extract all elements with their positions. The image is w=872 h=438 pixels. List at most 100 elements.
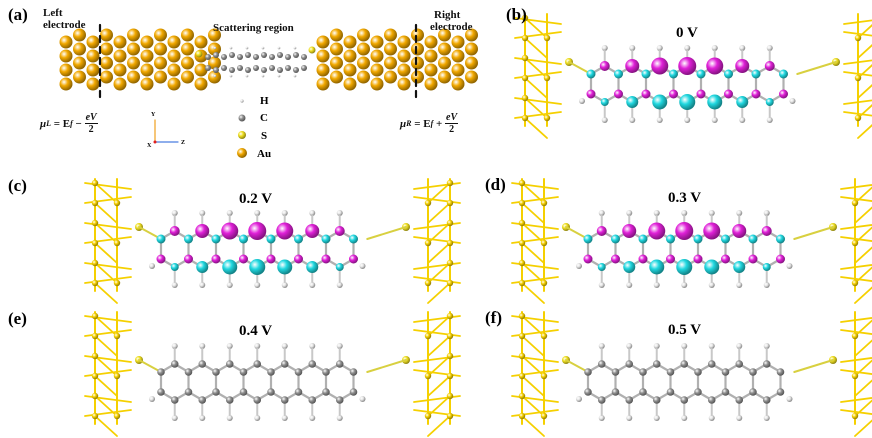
panel-label-b: (b) <box>506 5 527 24</box>
orbital-lobe-positive <box>625 59 640 73</box>
hydrogen-atom <box>309 343 316 349</box>
orbital-lobe-negative <box>707 94 723 110</box>
left-electrode-label: Left electrode <box>43 7 86 31</box>
hydrogen-atom <box>226 210 233 216</box>
electrode-left-d-bond <box>521 282 545 304</box>
left-electrode-line2: electrode <box>43 19 86 31</box>
electrode-left-f-bond <box>511 395 559 403</box>
mu-left-fraction: eV 2 <box>84 112 98 135</box>
gold-atom-right <box>316 63 330 77</box>
gold-atom-right <box>330 70 343 84</box>
carbon-atom <box>213 67 219 73</box>
hydrogen-atom <box>229 46 233 50</box>
carbon-atom <box>269 65 275 71</box>
orbital-lobe-negative <box>266 234 276 244</box>
electrode-right-c-atom <box>424 239 432 247</box>
electrode-left-c-atom <box>91 259 99 267</box>
electrode-left-e-atom <box>91 312 99 320</box>
carbon-atom <box>170 396 179 404</box>
orbital-lobe-negative <box>583 234 593 244</box>
carbon-atom <box>749 368 757 376</box>
carbon-atom <box>205 65 211 71</box>
orbital-lobe-negative <box>666 234 675 244</box>
electrode-left-f-atom <box>540 372 548 380</box>
carbon-atom <box>349 368 358 376</box>
electrode-left-f-bond <box>521 375 545 397</box>
gold-atom-left <box>181 70 194 84</box>
hydrogen-atom <box>684 45 691 51</box>
panel-label-a: (a) <box>8 5 28 24</box>
orbital-lobe-positive <box>651 57 669 75</box>
gold-atom-left <box>194 77 208 91</box>
carbon-atom <box>335 396 344 404</box>
gold-atom-right <box>424 63 438 77</box>
carbon-atom <box>261 67 267 73</box>
gold-atom-right <box>397 63 411 77</box>
orbital-lobe-positive <box>693 254 703 264</box>
carbon-atom <box>584 368 592 376</box>
orbital-lobe-positive <box>599 61 610 71</box>
carbon-atom <box>245 52 251 58</box>
hydrogen-atom <box>601 45 608 51</box>
orbital-lobe-negative <box>349 234 358 244</box>
electrode-left-c-bond <box>84 276 132 284</box>
carbon-atom <box>184 388 193 396</box>
electrode-right-f-atom <box>851 332 859 340</box>
orbital-lobe-negative <box>669 69 678 79</box>
orbital-lobe-positive <box>706 57 724 75</box>
bias-label-f: 0.5 V <box>668 322 702 338</box>
electrode-right-c-atom <box>446 199 454 207</box>
carbon-atom <box>349 388 358 396</box>
mu-right-sub: R <box>406 119 412 128</box>
gold-atom-left <box>100 70 113 84</box>
gold-atom-right <box>465 70 478 84</box>
carbon-atom <box>652 360 661 368</box>
gold-atom-left <box>140 77 154 91</box>
gold-atom-right <box>411 28 424 42</box>
orbital-lobe-negative <box>721 234 730 244</box>
electrode-right-e-bond <box>427 415 451 437</box>
gold-atom-left <box>127 56 140 70</box>
hydrogen-atom <box>226 282 233 288</box>
gold-atom-right <box>357 56 370 70</box>
orbital-lobe-negative <box>321 234 331 244</box>
axis-z-label: Z <box>181 140 186 146</box>
electrode-left-e-bond <box>94 335 118 357</box>
gold-atom-right <box>343 63 357 77</box>
gold-atom-right <box>438 56 451 70</box>
electrode-left-c-bond <box>94 282 118 304</box>
orbital-lobe-negative <box>600 98 609 106</box>
hydrogen-atom <box>293 46 297 50</box>
hydrogen-atom <box>736 210 743 216</box>
carbon-atom <box>294 368 303 376</box>
hydrogen-atom <box>598 210 605 216</box>
orbital-lobe-negative <box>222 259 238 275</box>
carbon-atom <box>597 360 606 368</box>
hydrogen-atom <box>626 282 633 288</box>
orbital-lobe-negative <box>211 234 221 244</box>
carbon-atom <box>267 368 275 376</box>
electrode-right-e-bond <box>413 409 461 417</box>
hydrogen-atom <box>336 415 343 421</box>
electrode-right-c-bond <box>413 182 461 190</box>
sulfur-atom <box>195 50 203 58</box>
orbital-lobe-positive <box>751 89 761 99</box>
carbon-atom <box>625 360 634 368</box>
electrode-left-f-atom <box>518 352 526 360</box>
carbon-atom <box>322 368 330 376</box>
gold-atom-left <box>73 56 86 70</box>
electrode-left-f-atom <box>540 412 548 420</box>
s-c-bond-b <box>796 61 837 75</box>
electrode-right-c-bond <box>413 222 461 230</box>
gold-atom-right <box>357 28 370 42</box>
frac-num: eV <box>84 112 98 124</box>
electrode-right-d-bond <box>854 246 872 264</box>
electrode-right-d-bond <box>840 184 872 190</box>
orbital-lobe-positive <box>614 89 623 99</box>
carbon-atom <box>213 52 219 58</box>
hydrogen-atom <box>579 98 585 104</box>
orbital-lobe-positive <box>678 57 697 75</box>
gold-atom-left <box>73 42 86 56</box>
gold-atom-left <box>113 49 127 63</box>
gold-atom-left <box>140 63 154 77</box>
